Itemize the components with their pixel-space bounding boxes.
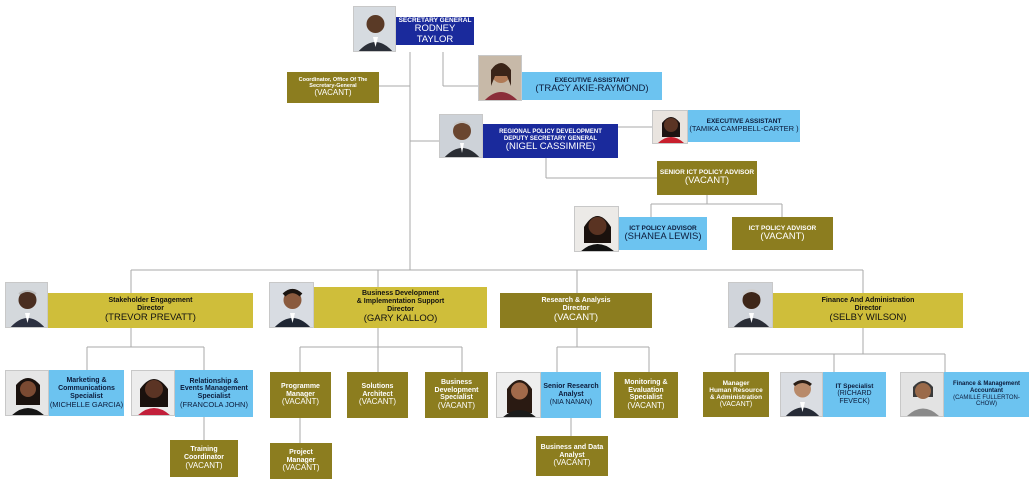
node-title: SECRETARY GENERAL — [398, 16, 472, 24]
bizdev-specialist-box: Business Development Specialist (VACANT) — [425, 372, 488, 418]
node-title: Solutions Architect — [361, 382, 394, 398]
node-name: (VACANT) — [684, 175, 730, 187]
executive-assistant-1-box: EXECUTIVE ASSISTANT (TRACY AKIE-RAYMOND) — [522, 72, 662, 100]
node-title: Finance & Management Accountant — [952, 381, 1020, 394]
node-title: IT Specialist — [835, 383, 874, 391]
node-title: Business Development Specialist — [434, 378, 479, 402]
node-title: Finance And Administration Director — [821, 297, 915, 313]
ict-policy-advisor-2-box: ICT POLICY ADVISOR (VACANT) — [732, 217, 833, 250]
node-name: (RICHARD FEVECK) — [837, 390, 872, 406]
business-data-analyst-box: Business and Data Analyst (VACANT) — [536, 436, 608, 476]
training-coordinator-box: Training Coordinator (VACANT) — [170, 440, 238, 477]
deputy-secretary-general-box: REGIONAL POLICY DEVELOPMENT DEPUTY SECRE… — [483, 124, 618, 158]
node-name: (VACANT) — [314, 88, 352, 98]
node-name: (NIA NANAN) — [549, 398, 593, 406]
relationship-specialist-box: Relationship & Events Management Special… — [175, 370, 253, 417]
solutions-architect-box: Solutions Architect (VACANT) — [347, 372, 408, 418]
deputy-secretary-general-photo — [439, 114, 483, 158]
node-title: Project Manager — [286, 448, 316, 464]
node-title: Programme Manager — [281, 382, 320, 398]
node-name: (VACANT) — [553, 312, 599, 324]
executive-assistant-2-photo — [652, 110, 688, 144]
node-name: (VACANT) — [760, 230, 805, 242]
ict-policy-advisor-photo — [574, 206, 619, 252]
monitoring-specialist-box: Monitoring & Evaluation Specialist (VACA… — [614, 372, 678, 418]
node-title: EXECUTIVE ASSISTANT — [706, 118, 782, 126]
node-title: Business and Data Analyst — [540, 443, 604, 459]
bizdev-director-photo — [269, 282, 314, 328]
research-director-box: Research & Analysis Director (VACANT) — [500, 293, 652, 328]
node-name: (GARY KALLOO) — [363, 312, 438, 324]
node-title: Monitoring & Evaluation Specialist — [624, 378, 668, 402]
secretary-general-box: SECRETARY GENERAL RODNEY TAYLOR — [396, 17, 474, 45]
node-name: (SELBY WILSON) — [829, 312, 907, 324]
node-name: (VACANT) — [282, 463, 320, 473]
node-title: Coordinator, Office Of The Secretary-Gen… — [298, 76, 368, 90]
node-title: Marketing & Communications Specialist — [58, 377, 115, 400]
node-title: ICT POLICY ADVISOR — [629, 224, 697, 232]
bizdev-director-box: Business Development & Implementation Su… — [314, 287, 487, 328]
node-title: SENIOR ICT POLICY ADVISOR — [659, 169, 755, 177]
finance-accountant-photo — [900, 372, 944, 417]
senior-research-analyst-photo — [496, 372, 541, 418]
node-title: Business Development & Implementation Su… — [356, 290, 445, 314]
node-name: (TAMIKA CAMPBELL-CARTER ) — [689, 124, 799, 134]
node-name: (VACANT) — [185, 460, 223, 470]
node-name: (TREVOR PREVATT) — [105, 312, 196, 324]
node-name: (MICHELLE GARCIA) — [49, 399, 124, 409]
executive-assistant-1-photo — [478, 55, 522, 101]
node-title: EXECUTIVE ASSISTANT — [554, 77, 630, 85]
node-name: (VACANT) — [627, 401, 665, 411]
node-name: (FRANCOLA JOHN) — [180, 400, 248, 410]
node-name: (NIGEL CASSIMIRE) — [505, 141, 596, 153]
node-name: (CAMILLE FULLERTON-CHOW) — [953, 394, 1020, 408]
hr-manager-box: Manager Human Resource & Administration … — [703, 372, 769, 417]
node-title: Relationship & Events Management Special… — [180, 377, 248, 401]
project-manager-box: Project Manager (VACANT) — [270, 443, 332, 479]
secretary-general-photo — [353, 6, 396, 52]
node-title: REGIONAL POLICY DEVELOPMENT DEPUTY SECRE… — [499, 128, 602, 142]
ict-policy-advisor-1-box: ICT POLICY ADVISOR (SHANEA LEWIS) — [619, 217, 707, 250]
node-title: Stakeholder Engagement Director — [108, 297, 193, 313]
node-name: (VACANT) — [358, 397, 397, 407]
node-title: Manager Human Resource & Administration — [709, 379, 763, 402]
executive-assistant-2-box: EXECUTIVE ASSISTANT (TAMIKA CAMPBELL-CAR… — [688, 110, 800, 142]
relationship-specialist-photo — [131, 370, 175, 416]
node-title: Senior Research Analyst — [543, 383, 599, 399]
stakeholder-director-photo — [5, 282, 48, 328]
programme-manager-box: Programme Manager (VACANT) — [270, 372, 331, 418]
node-name: (VACANT) — [281, 397, 320, 407]
node-name: RODNEY TAYLOR — [414, 23, 456, 45]
it-specialist-box: IT Specialist (RICHARD FEVECK) — [823, 372, 886, 417]
node-name: (VACANT) — [553, 458, 591, 468]
marketing-specialist-box: Marketing & Communications Specialist (M… — [49, 370, 124, 416]
node-title: Research & Analysis Director — [541, 297, 611, 313]
node-name: (VACANT) — [437, 401, 476, 411]
it-specialist-photo — [780, 372, 823, 417]
node-title: ICT POLICY ADVISOR — [748, 224, 817, 232]
finance-accountant-box: Finance & Management Accountant (CAMILLE… — [944, 372, 1029, 417]
node-title: Training Coordinator — [183, 446, 225, 462]
marketing-specialist-photo — [5, 370, 49, 416]
node-name: (TRACY AKIE-RAYMOND) — [535, 83, 649, 95]
stakeholder-director-box: Stakeholder Engagement Director (TREVOR … — [48, 293, 253, 328]
node-name: (SHANEA LEWIS) — [624, 230, 702, 242]
finance-director-photo — [728, 282, 773, 328]
senior-ict-policy-advisor-box: SENIOR ICT POLICY ADVISOR (VACANT) — [657, 161, 757, 195]
senior-research-analyst-box: Senior Research Analyst (NIA NANAN) — [541, 372, 601, 418]
finance-director-box: Finance And Administration Director (SEL… — [773, 293, 963, 328]
coordinator-box: Coordinator, Office Of The Secretary-Gen… — [287, 72, 379, 103]
node-name: (VACANT) — [719, 401, 753, 409]
